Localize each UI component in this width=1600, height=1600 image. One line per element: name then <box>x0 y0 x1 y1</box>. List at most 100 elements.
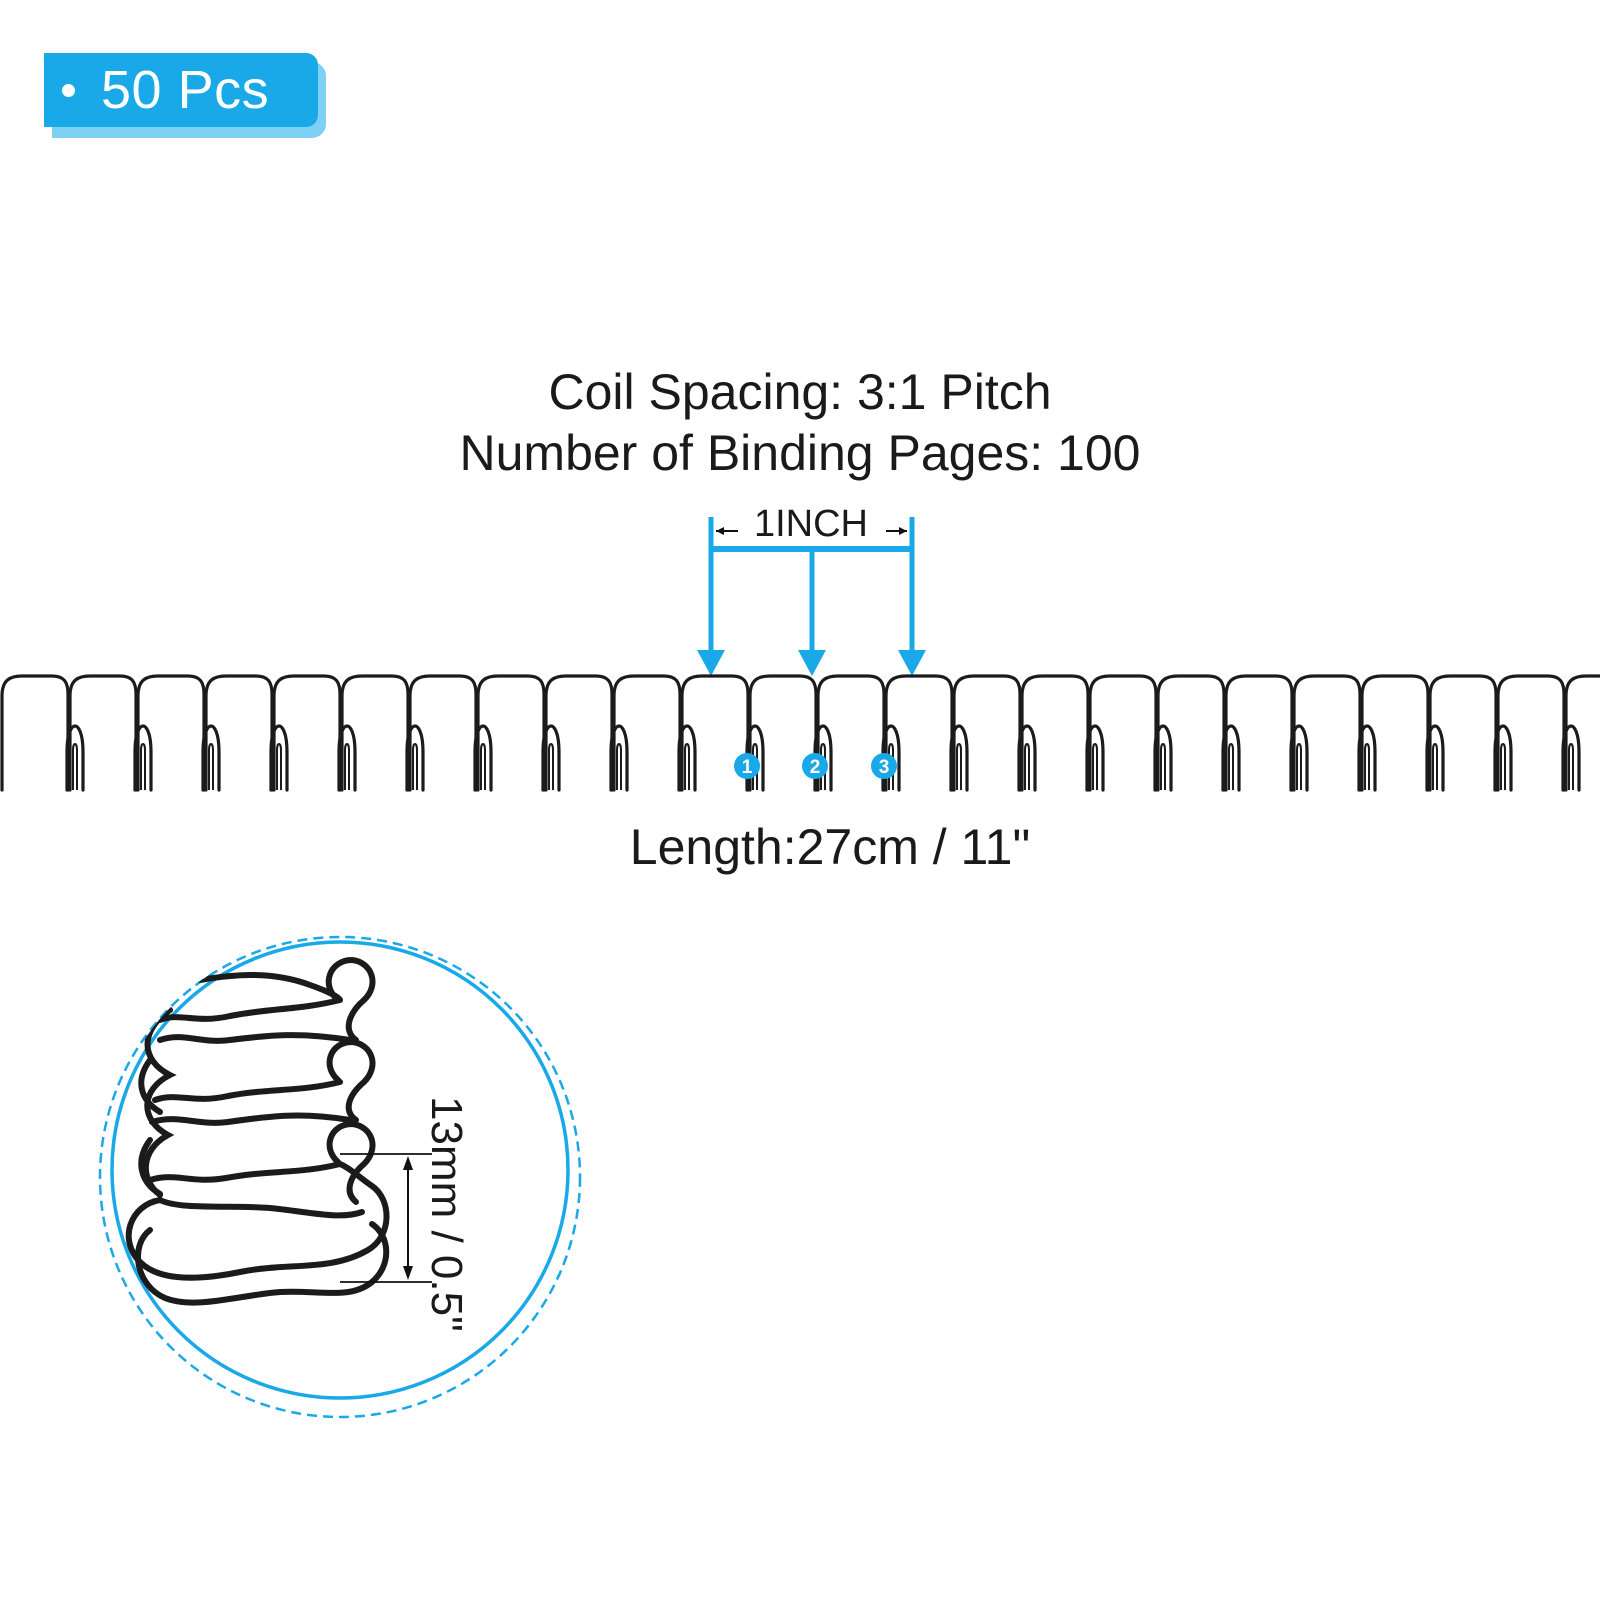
wire-loop <box>1088 674 1158 792</box>
wire-prong <box>1493 724 1513 792</box>
wire-loop <box>1428 674 1498 792</box>
bullet-dot-icon <box>62 83 75 97</box>
wire-prong-inner <box>684 743 690 790</box>
wire-prong-inner <box>820 743 826 790</box>
wire-prong-inner <box>1228 743 1234 790</box>
coil-spacing-text: Coil Spacing: 3:1 Pitch <box>548 364 1052 420</box>
wire-prong <box>881 724 901 792</box>
wire-loop <box>0 674 70 792</box>
wire-loop <box>1224 674 1294 792</box>
pitch-markers: 1 2 3 <box>734 753 897 779</box>
zoom-solid-circle <box>110 940 570 1400</box>
zoom-dashed-circle <box>98 935 582 1419</box>
diameter-label: 13mm / 0.5" <box>422 1096 471 1332</box>
quantity-label: 50 Pcs <box>101 60 270 120</box>
wire-prong-inner <box>548 743 554 790</box>
wire-loop <box>68 674 138 792</box>
wire-prong <box>1289 724 1309 792</box>
zoom-detail: 13mm / 0.5" <box>98 935 582 1419</box>
wire-prong <box>1017 724 1037 792</box>
wire-prong <box>1153 724 1173 792</box>
marker-circle-3 <box>871 753 897 779</box>
wire-loop <box>816 674 886 792</box>
wire-loop <box>1020 674 1090 792</box>
wire-prong-inner <box>616 743 622 790</box>
wire-prong-inner <box>1160 743 1166 790</box>
down-arrow-icon <box>697 650 725 676</box>
pitch-dimension: 1INCH <box>697 503 926 676</box>
coil-closeup <box>125 956 390 1306</box>
wire-loop <box>612 674 682 792</box>
diameter-down-arrowhead-icon <box>403 1266 413 1280</box>
wire-prong-inner <box>72 743 78 790</box>
wire-prong-inner <box>208 743 214 790</box>
wire-loop <box>680 674 750 792</box>
pitch-right-arrowhead-icon <box>899 527 907 535</box>
wire-prong-inner <box>1024 743 1030 790</box>
pitch-label: 1INCH <box>754 503 868 545</box>
wire-prong <box>677 724 697 792</box>
wire-loop <box>476 674 546 792</box>
wire-prong <box>201 724 221 792</box>
diameter-dimension: 13mm / 0.5" <box>340 1096 471 1332</box>
wire-prong <box>949 724 969 792</box>
wire-loop <box>544 674 614 792</box>
wire-loop <box>748 674 818 792</box>
wire-prong-inner <box>344 743 350 790</box>
wire-loop <box>408 674 478 792</box>
pitch-left-arrowhead-icon <box>716 527 724 535</box>
wire-prong <box>1221 724 1241 792</box>
marker-label-1: 1 <box>742 757 753 778</box>
wire-prong-inner <box>140 743 146 790</box>
wire-loop <box>1360 674 1430 792</box>
marker-circle-2 <box>802 753 828 779</box>
wire-loop <box>204 674 274 792</box>
down-arrow-icon <box>798 650 826 676</box>
wire-prong <box>473 724 493 792</box>
wire-loop <box>1496 674 1566 792</box>
wire-prong-inner <box>956 743 962 790</box>
wire-prong-inner <box>1364 743 1370 790</box>
binding-pages-text: Number of Binding Pages: 100 <box>459 425 1141 481</box>
wire-prong <box>745 724 765 792</box>
wire-prong <box>1357 724 1377 792</box>
wire-prong <box>1085 724 1105 792</box>
marker-label-3: 3 <box>879 757 890 778</box>
wire-loop <box>1156 674 1226 792</box>
wire-loop <box>952 674 1022 792</box>
wire-loop <box>340 674 410 792</box>
diameter-up-arrowhead-icon <box>403 1156 413 1170</box>
wire-prong <box>541 724 561 792</box>
marker-circle-1 <box>734 753 760 779</box>
wire-prong-inner <box>1568 743 1574 790</box>
wire-loop <box>884 674 954 792</box>
down-arrow-icon <box>898 650 926 676</box>
wire-prong-inner <box>888 743 894 790</box>
wire-prong-inner <box>752 743 758 790</box>
wire-prong <box>337 724 357 792</box>
wire-prong <box>65 724 85 792</box>
wire-prong-inner <box>1432 743 1438 790</box>
wire-prong <box>609 724 629 792</box>
wire-prong <box>269 724 289 792</box>
wire-prong-inner <box>1296 743 1302 790</box>
wire-prong-inner <box>412 743 418 790</box>
marker-label-2: 2 <box>810 757 821 778</box>
wire-prong <box>1561 724 1581 792</box>
wire-prong <box>405 724 425 792</box>
wire-prong <box>1425 724 1445 792</box>
wire-prong <box>133 724 153 792</box>
wire-prong-inner <box>480 743 486 790</box>
wire-loop <box>1292 674 1362 792</box>
wire-binding-strip <box>0 674 1600 792</box>
quantity-badge: 50 Pcs <box>44 53 318 127</box>
wire-prong <box>813 724 833 792</box>
wire-prong-inner <box>1500 743 1506 790</box>
length-label: Length:27cm / 11" <box>629 819 1031 875</box>
wire-loop <box>1564 674 1600 792</box>
wire-loop <box>272 674 342 792</box>
wire-prong-inner <box>1092 743 1098 790</box>
wire-prong-inner <box>276 743 282 790</box>
wire-loop <box>136 674 206 792</box>
